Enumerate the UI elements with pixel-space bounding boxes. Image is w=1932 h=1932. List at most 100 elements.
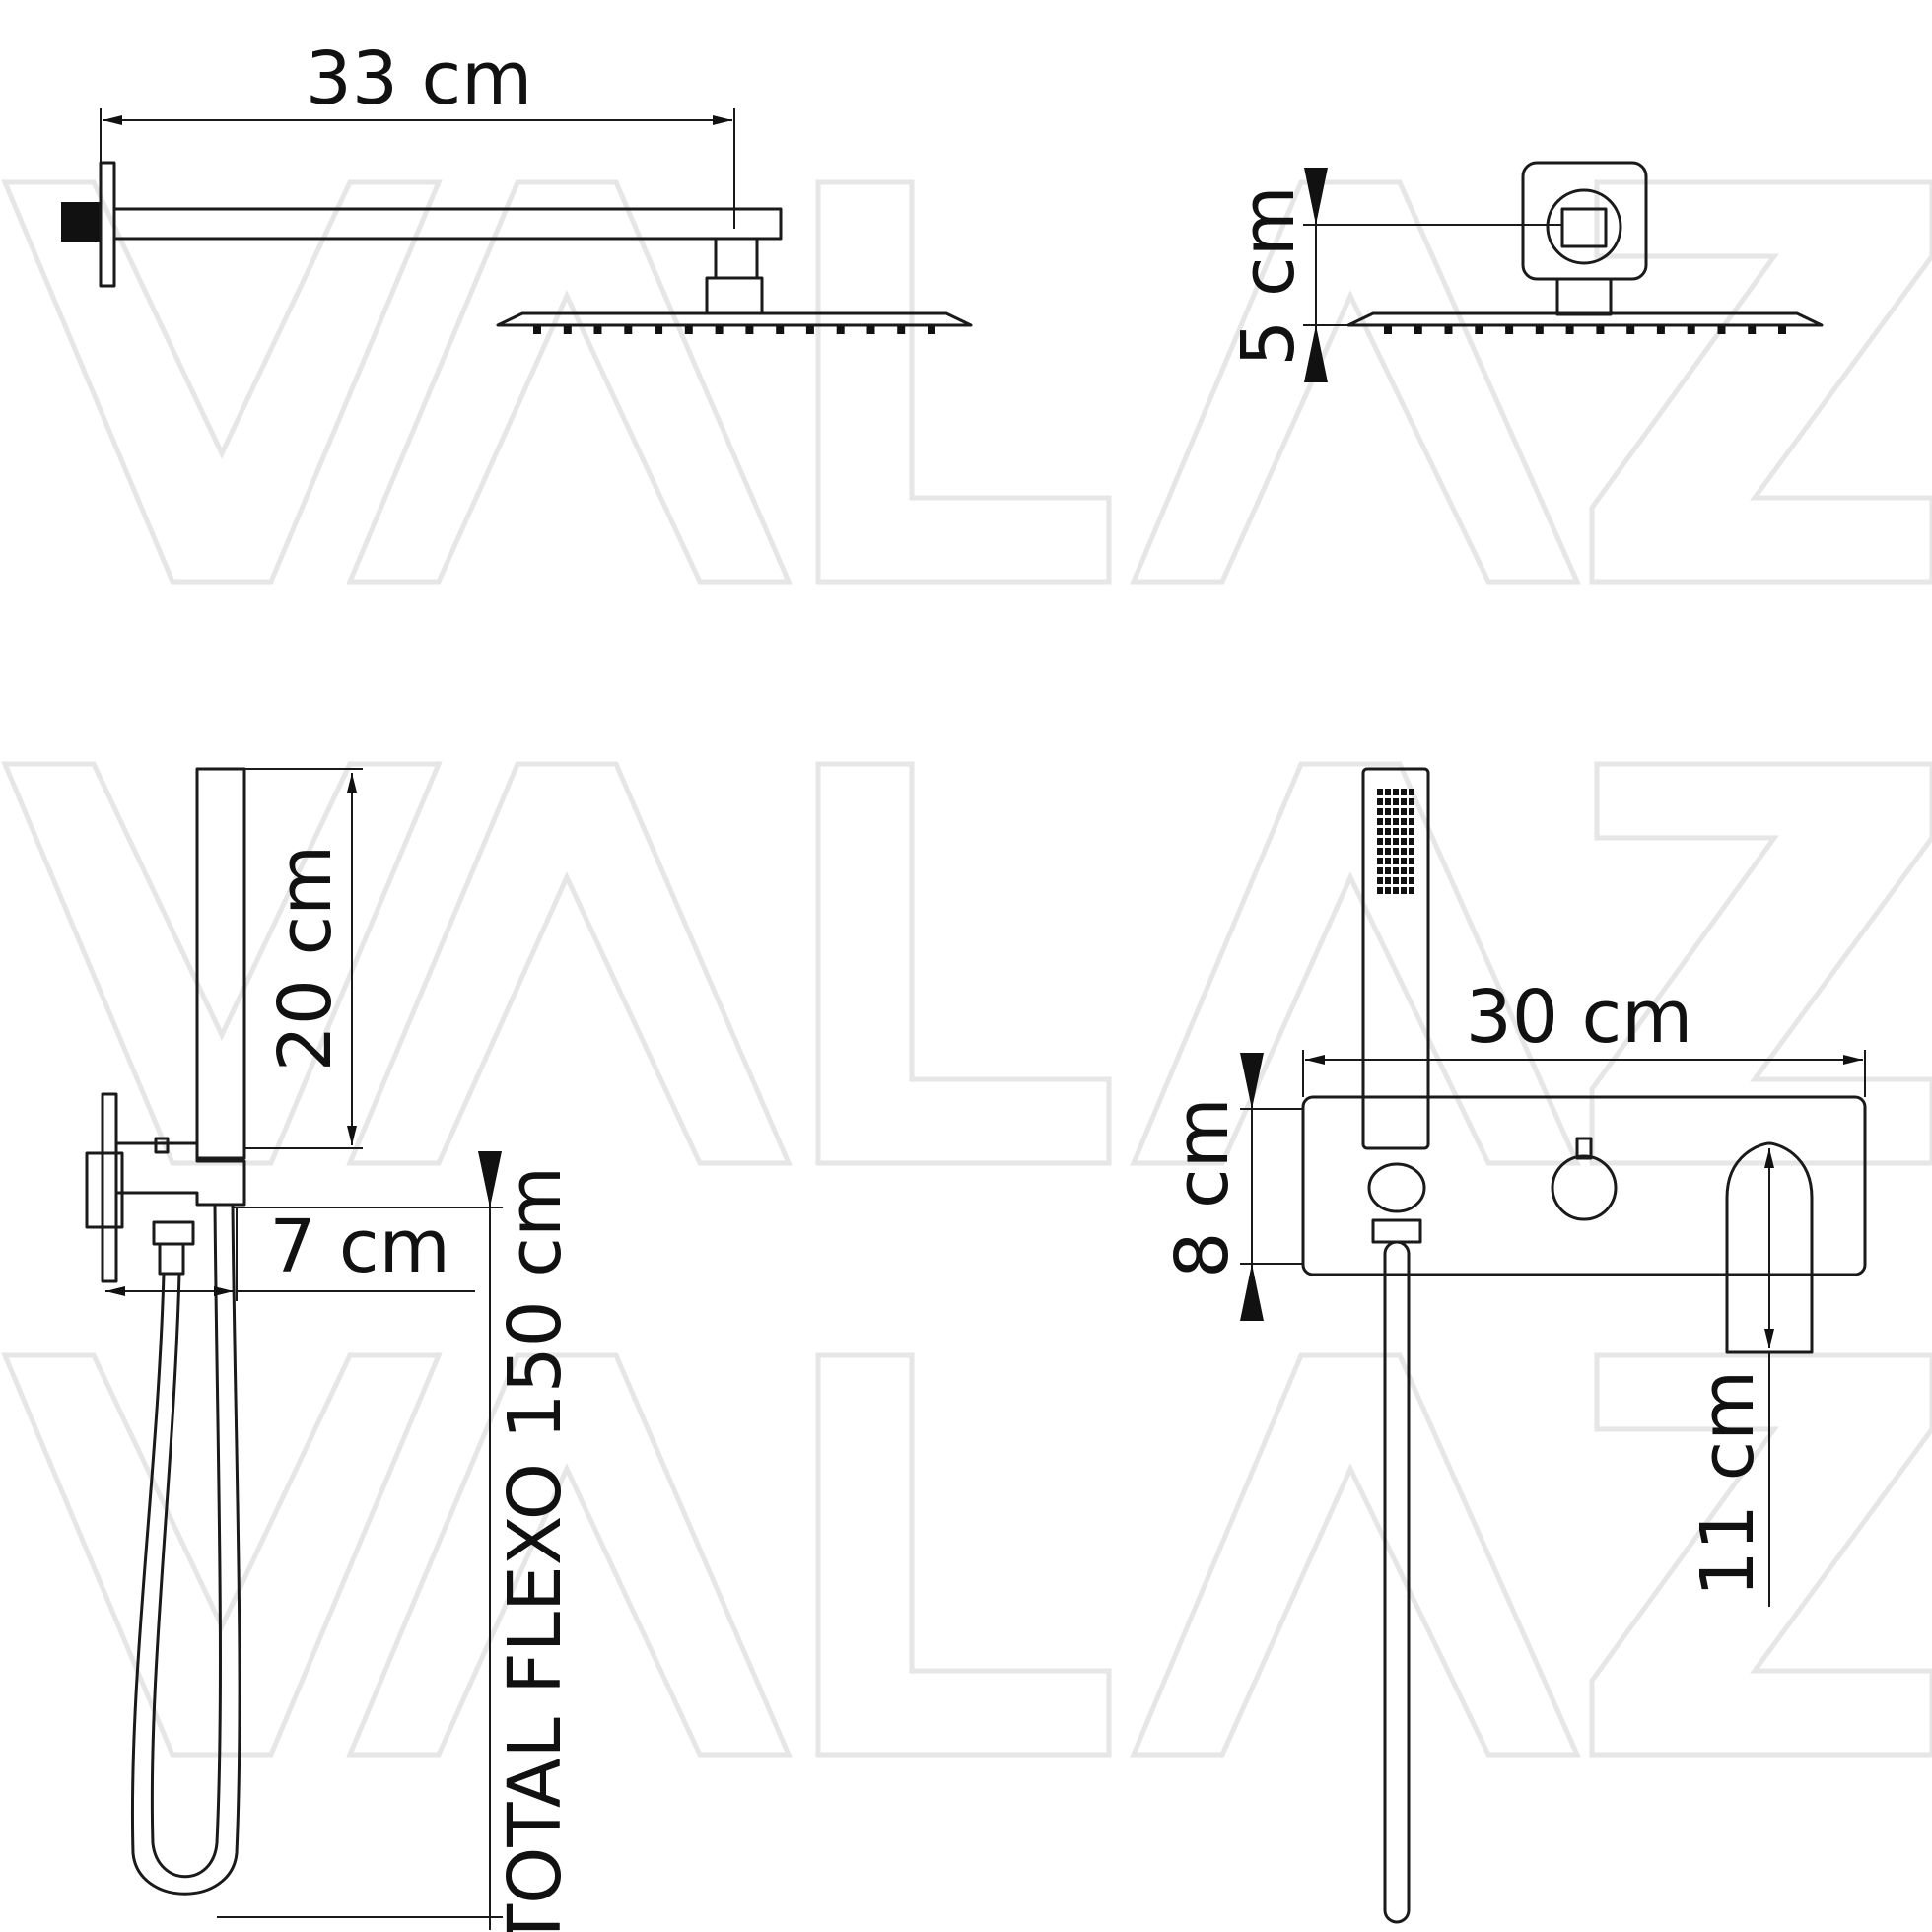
head-front-connector xyxy=(1555,277,1613,316)
head-ball-joint xyxy=(1546,188,1622,265)
nozzle-grid-cell xyxy=(1393,798,1399,805)
rain-head-front-nozzles xyxy=(1384,326,1786,334)
nozzle xyxy=(1656,326,1665,334)
hand-shower-side-view: 20 cm 7 cm TOTAL FLEXO 150 cm xyxy=(85,767,578,1932)
nozzle-grid-cell xyxy=(1409,848,1414,855)
holder-outlet-body xyxy=(85,1151,124,1229)
arm-swivel-joint xyxy=(714,237,759,280)
rain-shower-head-front xyxy=(1346,311,1824,327)
nozzle-grid-cell xyxy=(1409,789,1414,795)
watermark-row-2 xyxy=(1,761,1932,1166)
dim-arrow-hose-top xyxy=(478,1151,502,1208)
holder-bracket xyxy=(114,1141,246,1207)
nozzle-grid-cell xyxy=(1385,838,1391,845)
hose-connector-body xyxy=(158,1242,185,1276)
nozzle xyxy=(1748,326,1757,334)
nozzle xyxy=(1596,326,1605,334)
dim-label-spout-length: 11 cm xyxy=(1686,1370,1770,1597)
mixer-knob xyxy=(1551,1154,1618,1221)
mixer-wall-plate xyxy=(1301,1095,1867,1276)
nozzle-grid-cell xyxy=(1409,808,1414,815)
nozzle-grid-cell xyxy=(1377,818,1383,825)
nozzle-grid-cell xyxy=(1401,887,1407,894)
nozzle-grid-cell xyxy=(1409,877,1414,884)
nozzle-grid-cell xyxy=(1385,818,1391,825)
bath-spout xyxy=(1725,1141,1814,1354)
nozzle xyxy=(684,326,693,334)
nozzle-grid-cell xyxy=(1401,798,1407,805)
nozzle-grid-cell xyxy=(1377,808,1383,815)
nozzle xyxy=(805,326,814,334)
nozzle-grid-cell xyxy=(1409,828,1414,835)
dim-arrow-plate-bottom xyxy=(1240,1264,1264,1321)
nozzle-grid-cell xyxy=(1409,858,1414,864)
nozzle xyxy=(593,326,602,334)
shower-head-front-view: 5 cm xyxy=(1226,161,1824,382)
nozzle-grid-cell xyxy=(1377,828,1383,835)
shower-arm xyxy=(112,207,783,241)
holder-wall-plate xyxy=(101,1092,118,1283)
nozzle xyxy=(1626,326,1635,334)
nozzle-grid-cell xyxy=(1409,818,1414,825)
nozzle-grid-cell xyxy=(1393,858,1399,864)
nozzle xyxy=(624,326,633,334)
nozzle xyxy=(563,326,572,334)
nozzle xyxy=(1384,326,1392,334)
nozzle-grid-cell xyxy=(1393,808,1399,815)
nozzle-grid-cell xyxy=(1377,858,1383,864)
dim-arrow-plate-top xyxy=(1240,1053,1264,1109)
mixer-knob-stem xyxy=(1575,1137,1593,1160)
nozzle xyxy=(1778,326,1786,334)
nozzle-grid-cell xyxy=(1385,828,1391,835)
hose-front xyxy=(1383,1240,1411,1924)
nozzle-grid-cell xyxy=(1385,808,1391,815)
nozzle-grid-cell xyxy=(1393,828,1399,835)
nozzle-grid-cell xyxy=(1385,798,1391,805)
dim-label-hose-length: TOTAL FLEXO 150 cm xyxy=(493,1166,578,1932)
hand-shower-handle xyxy=(195,767,246,1160)
nozzle-grid-cell xyxy=(1401,848,1407,855)
nozzle xyxy=(1717,326,1726,334)
flexible-hose-inner xyxy=(150,1203,222,1879)
dim-label-plate-width: 30 cm xyxy=(1466,975,1692,1060)
hose-connector-nut xyxy=(152,1220,195,1246)
nozzle-grid-cell xyxy=(1401,828,1407,835)
nozzle-grid-cell xyxy=(1385,867,1391,874)
nozzle-grid-cell xyxy=(1377,867,1383,874)
nozzle xyxy=(866,326,875,334)
dim-label-head-height: 5 cm xyxy=(1226,185,1311,366)
nozzle-grid-cell xyxy=(1377,789,1383,795)
shower-arm-side-view: 33 cm xyxy=(61,36,973,334)
nozzle xyxy=(1475,326,1484,334)
nozzle-grid-cell xyxy=(1377,887,1383,894)
nozzle-grid-cell xyxy=(1385,858,1391,864)
nozzle-grid-cell xyxy=(1377,838,1383,845)
dim-label-holder-depth: 7 cm xyxy=(269,1205,449,1289)
nozzle-grid-cell xyxy=(1401,867,1407,874)
nozzle xyxy=(715,326,724,334)
dim-label-arm-length: 33 cm xyxy=(306,36,532,121)
nozzle-grid-cell xyxy=(1409,838,1414,845)
nozzle-grid-cell xyxy=(1393,887,1399,894)
nozzle-grid-cell xyxy=(1401,808,1407,815)
nozzle-grid-cell xyxy=(1401,838,1407,845)
nozzle xyxy=(1444,326,1453,334)
holder-ring xyxy=(1367,1162,1426,1213)
nozzle xyxy=(745,326,754,334)
hand-shower-nozzle-grid xyxy=(1377,789,1414,894)
nozzle-grid-cell xyxy=(1393,818,1399,825)
watermark xyxy=(1,179,1932,1758)
nozzle-grid-cell xyxy=(1409,887,1414,894)
holder-socket xyxy=(1371,1218,1422,1244)
nozzle-grid-cell xyxy=(1377,877,1383,884)
nozzle-grid-cell xyxy=(1401,858,1407,864)
dim-label-handshower-length: 20 cm xyxy=(263,845,348,1071)
nozzle-grid-cell xyxy=(1385,789,1391,795)
nozzle xyxy=(776,326,785,334)
nozzle xyxy=(533,326,541,334)
nozzle xyxy=(1414,326,1422,334)
nozzle xyxy=(928,326,935,334)
flexible-hose xyxy=(130,1203,242,1896)
nozzle-grid-cell xyxy=(1393,838,1399,845)
